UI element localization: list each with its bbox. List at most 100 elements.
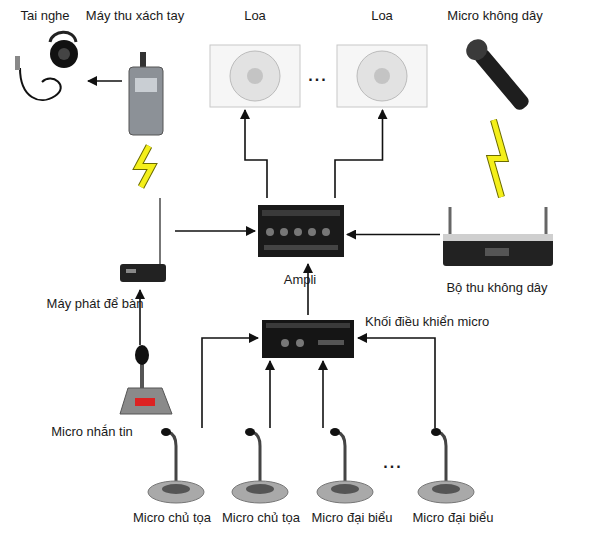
signal-line [322,361,324,428]
conference-mic-illustration [148,428,204,503]
mic-head [245,428,255,436]
signal-line [88,80,122,82]
wireless-mic-illustration [462,35,533,114]
desktop-transmitter-illustration [120,198,166,282]
device-node: Micro đại biểu [408,428,480,504]
mic-gooseneck [168,432,176,486]
signal-line [245,110,267,198]
mic-base [148,481,204,503]
signal-arrow [308,264,309,315]
mic-base [317,481,373,503]
wireless-receiver-illustration [443,207,553,266]
device-node: Loa [330,42,435,110]
signal-arrow [358,338,435,428]
paging-mic-base [120,388,172,414]
signal-arrow [88,81,122,82]
device-label: Micro chủ tọa [222,510,300,526]
conference-mic-illustration [232,428,288,503]
mic-base [232,481,288,503]
device-node: Micro chủ tọa [225,428,295,504]
signal-line [358,338,435,428]
headset-speaker [58,48,70,60]
receiver-display [485,248,509,256]
mic-button [162,484,190,494]
speaker-frame [210,45,300,107]
device-node: Tai nghe [10,32,88,112]
speaker-grille [357,51,407,101]
amplifier-knob [294,228,302,236]
device-label: Ampli [284,272,317,288]
device-node: Bộ thu không dây [440,205,555,271]
device-label: Máy thu xách tay [86,8,184,24]
amplifier-top-strip [262,210,340,216]
mic-button [432,484,460,494]
device-node: Khối điều khiển micro [258,315,358,361]
signal-arrow [175,231,255,232]
device-node: Micro đại biểu [308,428,378,504]
mic-head [462,35,492,64]
amplifier-knob [322,228,330,236]
wireless-link-bolt [491,120,505,197]
controller-top-strip [266,323,350,328]
mic-gooseneck [337,432,345,486]
conference-mic-illustration [317,428,373,503]
receiver-body [129,67,163,135]
receiver-panel [135,78,157,92]
amplifier-panel [264,245,338,250]
amplifier-knob [308,228,316,236]
device-node: Micro chủ tọa [140,428,212,504]
receiver-antenna [449,207,452,236]
mic-head [330,428,340,436]
signal-arrow [140,290,141,345]
controller-knob [281,339,289,347]
headset-illustration [15,32,78,100]
wireless-link-bolt [138,146,152,187]
portable-receiver-illustration [129,52,163,135]
device-label: Bộ thu không dây [446,280,547,296]
signal-arrow [347,234,440,235]
device-node: Loa [205,42,305,110]
device-label: Loa [244,8,266,24]
speaker-cone [247,68,263,84]
device-label: Micro không dây [447,8,542,24]
signal-line [335,110,383,198]
wireless-link-outline [138,146,152,187]
paging-mic-illustration [120,345,172,414]
paging-mic-head [135,345,149,365]
signal-line [269,361,271,428]
mic-head [431,428,441,436]
receiver-antenna [545,207,548,236]
signal-arrow [202,338,258,428]
headset-jack [15,56,20,70]
receiver-body [443,234,553,266]
amplifier-illustration [258,205,344,257]
signal-line [175,230,255,232]
ceiling-speaker-illustration [210,45,300,107]
amplifier-body [258,205,344,257]
receiver-top [443,234,553,241]
device-label: Máy phát để bàn [47,296,144,312]
device-node: Ampli [255,198,347,264]
amplifier-knob [266,228,274,236]
device-label: Micro đại biểu [312,510,393,526]
wireless-link-outline [491,120,505,197]
ellipsis-mark: ... [383,455,402,471]
signal-arrow [245,110,267,198]
device-label: Micro chủ tọa [133,510,211,526]
speaker-grille [230,51,280,101]
signal-arrow [323,361,324,428]
speaker-cone [374,68,390,84]
signal-line [307,264,309,315]
speaker-frame [337,45,427,107]
mic-head [161,428,171,436]
device-label: Khối điều khiển micro [365,314,489,330]
wireless-link [138,146,152,187]
controller-body [262,320,354,358]
signal-line [347,234,440,236]
signal-line [202,338,258,428]
mic-gooseneck [438,432,446,486]
headset-cord [20,68,61,100]
